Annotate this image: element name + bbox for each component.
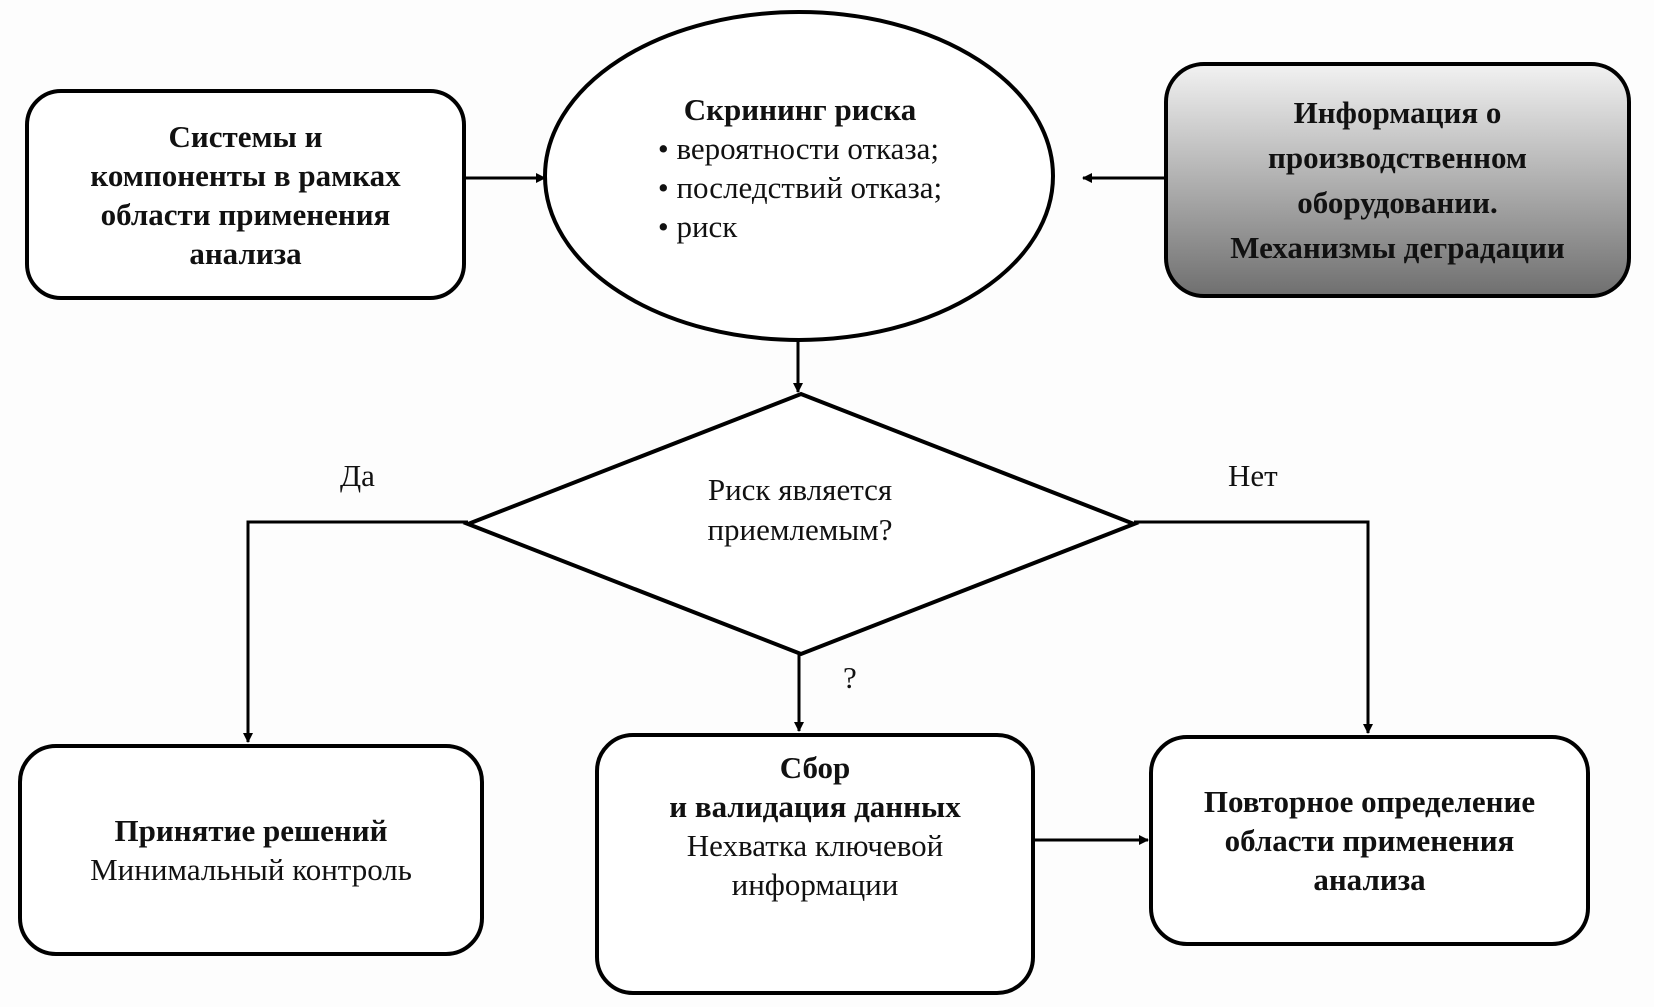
data-collection-subtitle: информации bbox=[731, 867, 899, 902]
branch-label-unknown: ? bbox=[843, 660, 857, 695]
branch-label-no: Нет bbox=[1228, 458, 1278, 493]
data-collection-subtitle: Нехватка ключевой bbox=[686, 828, 944, 863]
decision-line: Риск является bbox=[707, 472, 893, 507]
decision-making-box bbox=[18, 744, 484, 956]
decision-making-title: Принятие решений bbox=[114, 813, 388, 848]
decision-making-node: Принятие решений Минимальный контроль bbox=[20, 746, 482, 954]
screening-bullet-list: • вероятности отказа; • последствий отка… bbox=[658, 129, 942, 246]
data-collection-box bbox=[595, 733, 1035, 995]
equipment-info-line: Механизмы деградации bbox=[1230, 230, 1565, 265]
systems-line: Системы и bbox=[168, 118, 323, 154]
equipment-info-line: оборудовании. bbox=[1297, 185, 1498, 220]
systems-node: Системы и компоненты в рамках области пр… bbox=[27, 91, 464, 298]
decision-line: приемлемым? bbox=[707, 512, 893, 547]
decision-node: Риск является приемлемым? bbox=[600, 465, 1000, 555]
systems-line: компоненты в рамках bbox=[90, 157, 401, 193]
data-collection-title: и валидация данных bbox=[669, 789, 961, 824]
rescoping-line: анализа bbox=[1313, 862, 1426, 897]
data-collection-title: Сбор bbox=[779, 750, 851, 785]
rescoping-box bbox=[1149, 735, 1590, 946]
decision-making-subtitle: Минимальный контроль bbox=[90, 852, 412, 887]
screening-bullet: • вероятности отказа; bbox=[657, 131, 939, 166]
arrow-decision-no bbox=[1134, 520, 1373, 734]
systems-box bbox=[25, 89, 466, 300]
decision-diamond bbox=[462, 391, 1140, 657]
screening-bullet: • последствий отказа; bbox=[657, 170, 943, 205]
branch-label-yes: Да bbox=[340, 458, 375, 493]
data-collection-node: Сбор и валидация данных Нехватка ключево… bbox=[597, 748, 1033, 928]
rescoping-node: Повторное определение области применения… bbox=[1151, 737, 1588, 944]
equipment-info-node: Информация о производственном оборудован… bbox=[1166, 64, 1629, 296]
equipment-info-line: производственном bbox=[1268, 140, 1527, 175]
arrow-decision-yes bbox=[243, 520, 468, 743]
equipment-info-line: Информация о bbox=[1293, 95, 1502, 130]
rescoping-line: области применения bbox=[1224, 823, 1515, 858]
equipment-info-box bbox=[1164, 62, 1631, 298]
rescoping-line: Повторное определение bbox=[1203, 784, 1536, 819]
screening-node: Скрининг риска • вероятности отказа; • п… bbox=[560, 90, 1040, 260]
screening-bullet: • риск bbox=[657, 209, 738, 244]
systems-line: области применения bbox=[100, 196, 391, 232]
systems-line: анализа bbox=[189, 235, 302, 271]
screening-title: Скрининг риска bbox=[683, 92, 917, 127]
